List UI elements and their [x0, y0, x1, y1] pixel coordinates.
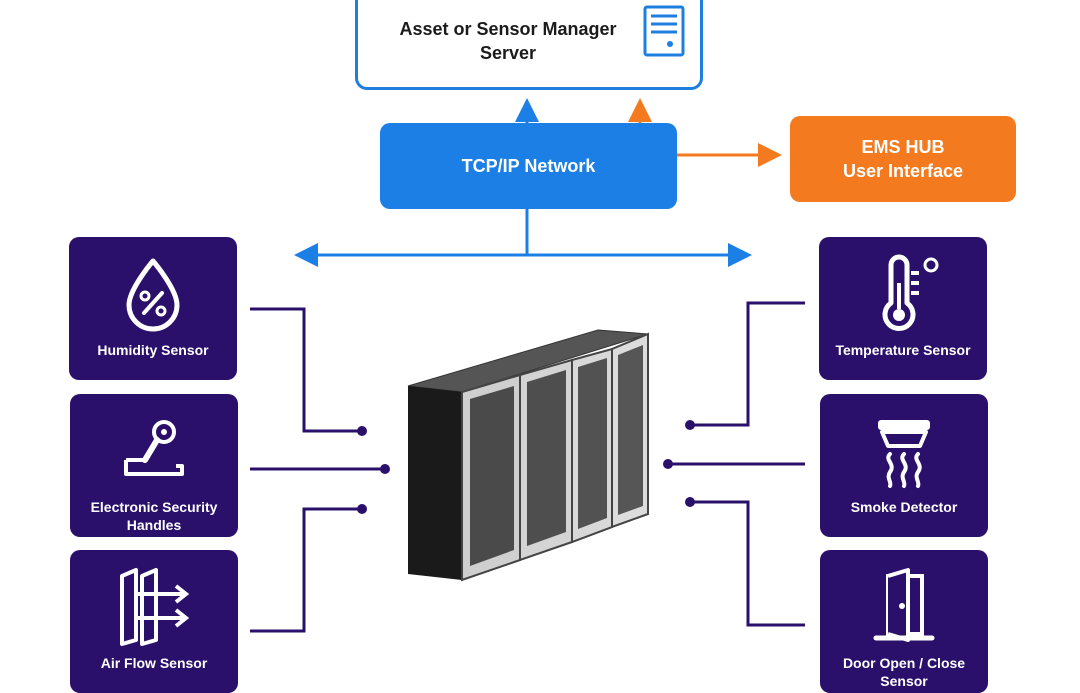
ems-hub-title: EMS HUB: [861, 137, 945, 157]
thermometer-icon: [882, 254, 939, 331]
door-connector: [692, 500, 805, 627]
security-handle-icon: [124, 420, 184, 476]
server-icon: [643, 5, 685, 57]
temperature-connector: [692, 301, 805, 427]
humidity-icon: [126, 258, 180, 332]
temperature-sensor-label: Temperature Sensor: [835, 342, 971, 358]
server-title: Asset or Sensor Manager Server: [399, 19, 617, 63]
network-label: TCP/IP Network: [461, 155, 596, 176]
air-flow-sensor-label: Air Flow Sensor: [100, 655, 208, 671]
smoke-detector-card: Smoke Detector: [820, 394, 988, 537]
airflow-connector: [250, 507, 360, 633]
air-flow-sensor-card: Air Flow Sensor: [70, 550, 238, 693]
humidity-sensor-label: Humidity Sensor: [97, 342, 209, 358]
tcp-ip-network-box: TCP/IP Network: [380, 123, 677, 209]
ems-hub-box: EMS HUB User Interface: [790, 116, 1016, 202]
temperature-sensor-card: Temperature Sensor: [819, 237, 987, 380]
ems-hub-subtitle: User Interface: [842, 161, 964, 181]
door-icon: [873, 568, 935, 642]
server-box: Asset or Sensor Manager Server: [355, 0, 703, 90]
air-flow-icon: [120, 568, 190, 646]
humidity-sensor-card: Humidity Sensor: [69, 237, 237, 380]
security-handles-label: Electronic Security Handles: [90, 499, 218, 533]
smoke-detector-icon: [878, 420, 930, 488]
humidity-connector: [250, 307, 360, 433]
smoke-detector-label: Smoke Detector: [850, 499, 958, 515]
door-sensor-label: Door Open / Close Sensor: [842, 655, 966, 689]
security-handles-card: Electronic Security Handles: [70, 394, 238, 537]
door-sensor-card: Door Open / Close Sensor: [820, 550, 988, 693]
